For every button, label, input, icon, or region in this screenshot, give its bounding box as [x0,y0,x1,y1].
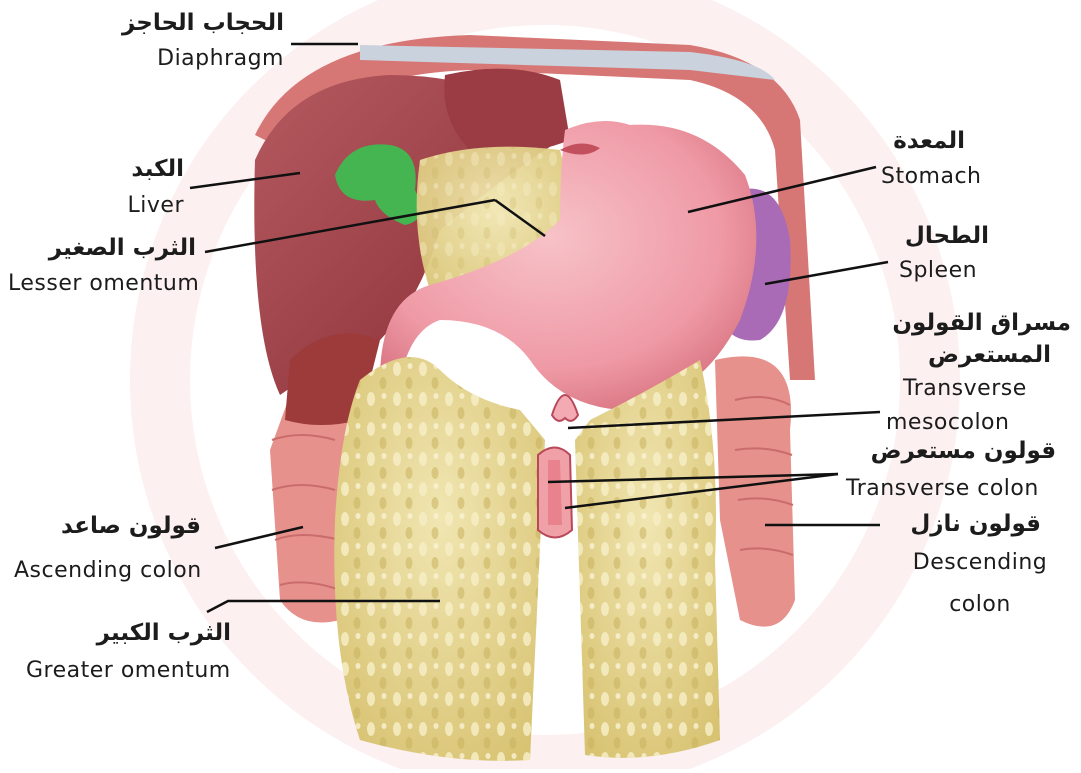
descending-colon-label-en-1: Descending [895,552,1065,574]
transverse-mesocolon-shape [552,395,578,421]
transverse-colon-label-en: Transverse colon [846,478,1039,500]
liver-label-en: Liver [128,195,184,217]
transverse-mesocolon-label-en-2: mesocolon [886,412,1009,434]
greater-omentum-texture-right [575,360,720,758]
stomach-label-en: Stomach [881,166,982,188]
greater-omentum-texture-left [334,357,545,761]
spleen-label-en: Spleen [899,260,977,282]
transverse-mesocolon-label-ar-1: مسراق القولون [892,312,1071,335]
ascending-colon-label-ar: قولون صاعد [61,515,201,538]
descending-colon-label-ar: قولون نازل [910,513,1041,536]
liver-right-lobe [444,69,570,154]
spleen-label-ar: الطحال [905,225,989,248]
liver-label-ar: الكبد [131,158,184,181]
ascending-colon-label-en: Ascending colon [14,560,202,582]
descending-colon-label-en-2: colon [895,594,1065,616]
transverse-colon-lumen [548,460,562,525]
greater-omentum-label-en: Greater omentum [26,660,231,682]
stomach-label-ar: المعدة [893,130,965,153]
transverse-colon-label-ar: قولون مستعرض [871,440,1056,463]
transverse-mesocolon-label-ar-2: المستعرض [928,344,1051,367]
transverse-mesocolon-label-en-1: Transverse [903,378,1027,400]
diaphragm-label-ar: الحجاب الحاجز [122,12,284,35]
diaphragm-label-en: Diaphragm [157,48,284,70]
lesser-omentum-label-ar: الثرب الصغير [49,237,196,260]
lesser-omentum-label-en: Lesser omentum [8,273,199,295]
greater-omentum-label-ar: الثرب الكبير [97,622,231,645]
